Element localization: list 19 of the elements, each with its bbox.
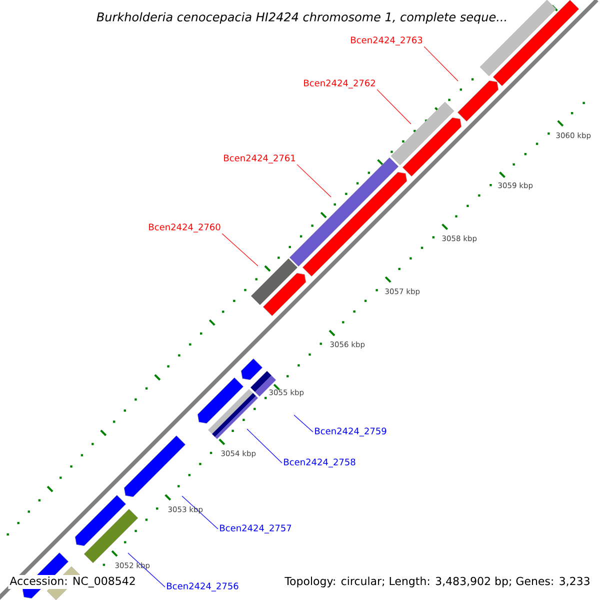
gene-label: Bcen2424_2759 [315, 428, 386, 436]
accession-text: Accession: NC_008542 [8, 575, 138, 589]
gene-label: Bcen2424_2763 [351, 36, 422, 46]
gene-label: Bcen2424_2760 [149, 224, 220, 232]
map-title: Burkholderia cenocepacia HI2424 chromosome 1, complete seque... [96, 12, 506, 24]
gene-label: Bcen2424_2757 [220, 524, 292, 534]
gene-label: Bcen2424_2761 [224, 154, 296, 164]
gene-label: Bcen2424_2758 [284, 458, 356, 468]
gene-label: Bcen2424_2756 [167, 582, 238, 592]
leader-line [294, 414, 314, 432]
leader-line [222, 233, 258, 266]
leader-line [376, 89, 412, 124]
leader-line [128, 552, 166, 588]
gene-label: Bcen2424_2762 [304, 80, 375, 88]
leader-line [424, 46, 458, 82]
genome-summary-text: Topology: circular; Length: 3,483,902 bp; Genes: 3,233 [283, 575, 592, 589]
leader-line [182, 496, 218, 530]
leader-line [296, 164, 332, 198]
leader-line [246, 428, 282, 464]
